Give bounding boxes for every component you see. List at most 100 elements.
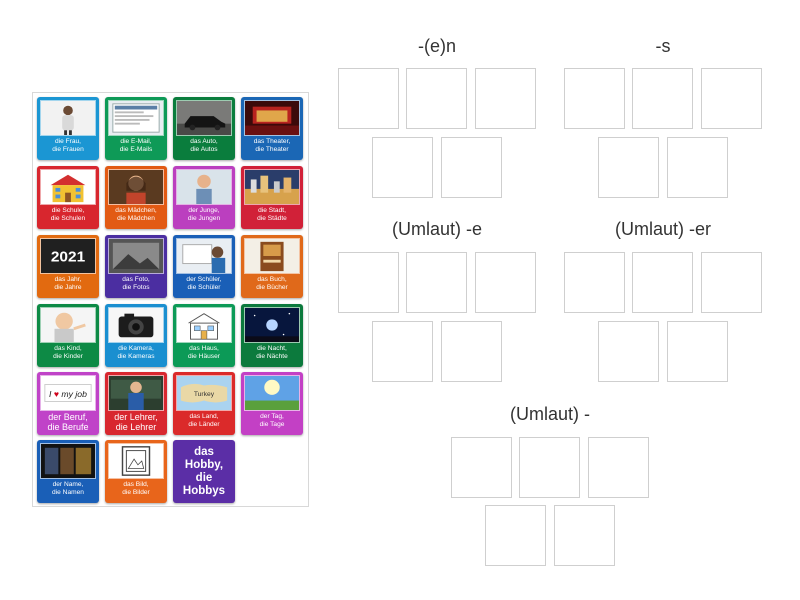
word-tile[interactable]: das Mädchen, die Mädchen — [105, 166, 167, 229]
tile-caption: der Schüler, die Schüler — [186, 276, 222, 291]
tile-caption: die Nacht, die Nächte — [256, 345, 288, 360]
tile-caption: der Tag, die Tage — [259, 413, 285, 428]
drop-slot[interactable] — [588, 437, 649, 498]
girl-photo — [108, 169, 164, 205]
drop-slot[interactable] — [406, 68, 467, 129]
drop-slot[interactable] — [441, 321, 502, 382]
drop-slot[interactable] — [667, 321, 728, 382]
tile-caption: das Land, die Länder — [188, 413, 220, 428]
drop-slot[interactable] — [406, 252, 467, 313]
word-tile[interactable]: das Auto, die Autos — [173, 97, 235, 160]
map-image: Turkey — [176, 375, 232, 411]
tile-caption: das Jahr, die Jahre — [54, 276, 82, 291]
word-tile[interactable]: die Frau, die Frauen — [37, 97, 99, 160]
card-tray: die Frau, die Frauen die E-Mail, die E-Ma… — [32, 92, 309, 507]
tile-caption: das Auto, die Autos — [190, 138, 218, 153]
teacher-photo — [108, 375, 164, 411]
drop-slot[interactable] — [338, 68, 399, 129]
drop-slot[interactable] — [667, 137, 728, 198]
night-photo — [244, 307, 300, 343]
svg-text:I ♥ my job: I ♥ my job — [49, 389, 87, 399]
word-tile[interactable]: das Buch, die Bücher — [241, 235, 303, 298]
word-tile[interactable]: die Stadt, die Städte — [241, 166, 303, 229]
boy-photo — [176, 169, 232, 205]
drop-slot[interactable] — [564, 68, 625, 129]
house-drawing — [176, 307, 232, 343]
tile-caption: der Junge, die Jungen — [187, 207, 221, 222]
tile-caption: das Kind, die Kinder — [53, 345, 83, 360]
drop-slot[interactable] — [598, 321, 659, 382]
group-heading: -(e)n — [417, 36, 456, 56]
drop-slot[interactable] — [701, 252, 762, 313]
photo-image — [108, 238, 164, 274]
word-tile[interactable]: Turkey das Land, die Länder — [173, 372, 235, 435]
drop-slot[interactable] — [485, 505, 546, 566]
word-tile[interactable]: der Schüler, die Schüler — [173, 235, 235, 298]
word-tile[interactable]: die Schule, die Schulen — [37, 166, 99, 229]
svg-text:2021: 2021 — [51, 249, 86, 266]
drop-slot[interactable] — [372, 137, 433, 198]
drop-slot[interactable] — [598, 137, 659, 198]
picture-frame-drawing — [108, 443, 164, 479]
word-tile[interactable]: die Nacht, die Nächte — [241, 304, 303, 367]
word-tile[interactable]: das Hobby, die Hobbys — [173, 440, 235, 503]
word-tile[interactable]: das Haus, die Häuser — [173, 304, 235, 367]
woman-photo — [40, 100, 96, 136]
tile-caption: der Beruf, die Berufe — [47, 412, 89, 432]
drop-slot[interactable] — [632, 252, 693, 313]
tile-caption: die E-Mail, die E-Mails — [119, 138, 153, 153]
student-photo — [176, 238, 232, 274]
drop-slot[interactable] — [475, 252, 536, 313]
tile-caption: die Frau, die Frauen — [52, 138, 84, 153]
tile-caption: das Bild, die Bilder — [122, 481, 150, 496]
word-tile[interactable]: das Theater, die Theater — [241, 97, 303, 160]
word-tile[interactable]: das Kind, die Kinder — [37, 304, 99, 367]
tile-caption: die Kamera, die Kameras — [117, 345, 155, 360]
email-screenshot — [108, 100, 164, 136]
love-my-job-image: I ♥ my job — [40, 375, 96, 411]
sky-photo — [244, 375, 300, 411]
group-heading: (Umlaut) - — [510, 404, 590, 424]
word-tile[interactable]: der Junge, die Jungen — [173, 166, 235, 229]
tile-caption: das Haus, die Häuser — [188, 345, 220, 360]
drop-slot[interactable] — [338, 252, 399, 313]
books-photo — [40, 443, 96, 479]
year-2021-image: 2021 — [40, 238, 96, 274]
theater-photo — [244, 100, 300, 136]
word-tile[interactable]: der Name, die Namen — [37, 440, 99, 503]
tile-caption: die Schule, die Schulen — [50, 207, 86, 222]
tile-caption: das Hobby, die Hobbys — [182, 445, 226, 497]
word-tile[interactable]: die E-Mail, die E-Mails — [105, 97, 167, 160]
drop-slot[interactable] — [372, 321, 433, 382]
group-heading: (Umlaut) -er — [614, 219, 711, 239]
word-tile[interactable]: der Lehrer, die Lehrer — [105, 372, 167, 435]
drop-slot[interactable] — [554, 505, 615, 566]
tile-caption: der Lehrer, die Lehrer — [114, 412, 158, 432]
word-tile[interactable]: das Foto, die Fotos — [105, 235, 167, 298]
tile-caption: das Buch, die Bücher — [256, 276, 288, 291]
tile-caption: die Stadt, die Städte — [257, 207, 287, 222]
drop-slot[interactable] — [475, 68, 536, 129]
word-tile[interactable]: die Kamera, die Kameras — [105, 304, 167, 367]
city-photo — [244, 169, 300, 205]
drop-slot[interactable] — [632, 68, 693, 129]
word-tile[interactable]: der Tag, die Tage — [241, 372, 303, 435]
book-photo — [244, 238, 300, 274]
drop-slot[interactable] — [701, 68, 762, 129]
tile-caption: der Name, die Namen — [52, 481, 84, 496]
camera-photo — [108, 307, 164, 343]
drop-slot[interactable] — [519, 437, 580, 498]
group-heading: (Umlaut) -e — [391, 219, 482, 239]
car-photo — [176, 100, 232, 136]
drop-slot[interactable] — [564, 252, 625, 313]
tile-caption: das Mädchen, die Mädchen — [115, 207, 157, 222]
tile-caption: das Theater, die Theater — [253, 138, 291, 153]
school-icon — [40, 169, 96, 205]
word-tile[interactable]: I ♥ my job der Beruf, die Berufe — [37, 372, 99, 435]
child-photo — [40, 307, 96, 343]
word-tile[interactable]: das Bild, die Bilder — [105, 440, 167, 503]
drop-slot[interactable] — [451, 437, 512, 498]
word-tile[interactable]: 2021 das Jahr, die Jahre — [37, 235, 99, 298]
group-heading: -s — [655, 36, 671, 56]
drop-slot[interactable] — [441, 137, 502, 198]
